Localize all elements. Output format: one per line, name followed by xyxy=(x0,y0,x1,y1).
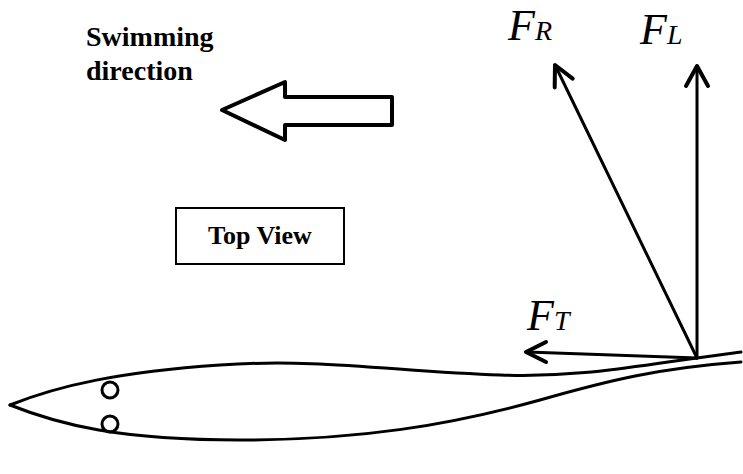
direction-label: Swimming direction xyxy=(86,20,236,88)
arrow-head xyxy=(526,342,546,362)
thrust-vector xyxy=(527,352,697,358)
arrow-head xyxy=(555,65,573,87)
fish-outline xyxy=(10,362,741,440)
arrow-head xyxy=(686,66,708,86)
caption-box: Top View xyxy=(175,207,345,265)
fish-outline xyxy=(10,352,741,405)
fish-eye xyxy=(102,416,118,432)
force-label: FR xyxy=(508,6,552,51)
box-label: Top View xyxy=(208,221,312,251)
force-label: FT xyxy=(527,296,569,341)
resultant-vector xyxy=(556,67,697,358)
force-label: FL xyxy=(640,10,682,55)
fish-eye xyxy=(102,382,118,398)
direction-arrow xyxy=(222,82,392,140)
lift-vector xyxy=(696,66,699,358)
